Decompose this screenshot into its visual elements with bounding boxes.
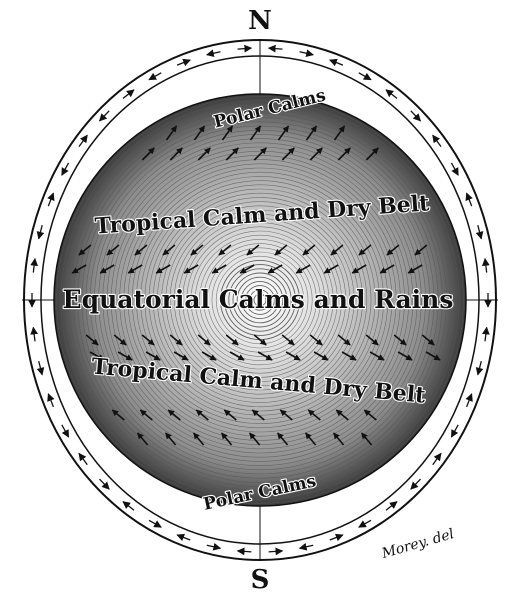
wind-arrow-icon	[467, 193, 472, 206]
wind-arrow-icon	[33, 327, 35, 341]
wind-arrow-icon	[123, 90, 134, 99]
wind-arrow-icon	[100, 111, 110, 121]
wind-arrow-icon	[359, 520, 371, 527]
wind-arrow-icon	[330, 60, 343, 65]
south-label: S	[251, 565, 270, 593]
wind-arrow-icon	[48, 394, 53, 407]
wind-arrow-icon	[207, 52, 221, 55]
wind-arrow-icon	[149, 520, 161, 527]
wind-arrow-icon	[33, 259, 35, 273]
wind-arrow-icon	[300, 545, 314, 548]
wind-arrow-icon	[79, 453, 87, 464]
wind-arrow-icon	[451, 425, 458, 437]
wind-arrow-icon	[100, 479, 110, 489]
wind-arrow-icon	[177, 60, 190, 65]
wind-arrow-icon	[39, 361, 43, 375]
wind-arrow-icon	[478, 225, 482, 239]
artist-credit: Morey. del	[379, 526, 456, 562]
wind-arrow-icon	[300, 52, 314, 55]
wind-arrow-icon	[62, 163, 69, 175]
wind-arrow-icon	[269, 48, 283, 49]
wind-arrow-icon	[39, 225, 43, 239]
wind-arrow-icon	[48, 193, 53, 206]
wind-arrow-icon	[238, 551, 252, 552]
wind-arrow-icon	[386, 90, 397, 99]
wind-arrow-icon	[478, 361, 482, 375]
wind-arrow-icon	[411, 111, 421, 121]
wind-arrow-icon	[62, 425, 69, 437]
wind-arrow-icon	[485, 327, 487, 341]
wind-arrow-icon	[123, 502, 134, 511]
wind-arrow-icon	[359, 73, 371, 80]
wind-arrow-icon	[451, 163, 458, 175]
wind-arrow-icon	[467, 394, 472, 407]
wind-arrow-icon	[149, 73, 161, 80]
north-label: N	[248, 6, 272, 36]
wind-arrow-icon	[177, 535, 190, 540]
wind-arrow-icon	[485, 259, 487, 273]
wind-arrow-icon	[269, 551, 283, 552]
wind-arrow-icon	[433, 135, 441, 146]
wind-arrow-icon	[79, 135, 87, 146]
wind-arrow-icon	[411, 479, 421, 489]
wind-arrow-icon	[433, 453, 441, 464]
wind-arrow-icon	[330, 535, 343, 540]
equatorial-belt-label: Equatorial Calms and Rains	[63, 285, 454, 314]
wind-arrow-icon	[238, 48, 252, 49]
wind-arrow-icon	[386, 502, 397, 511]
wind-arrow-icon	[207, 545, 221, 548]
